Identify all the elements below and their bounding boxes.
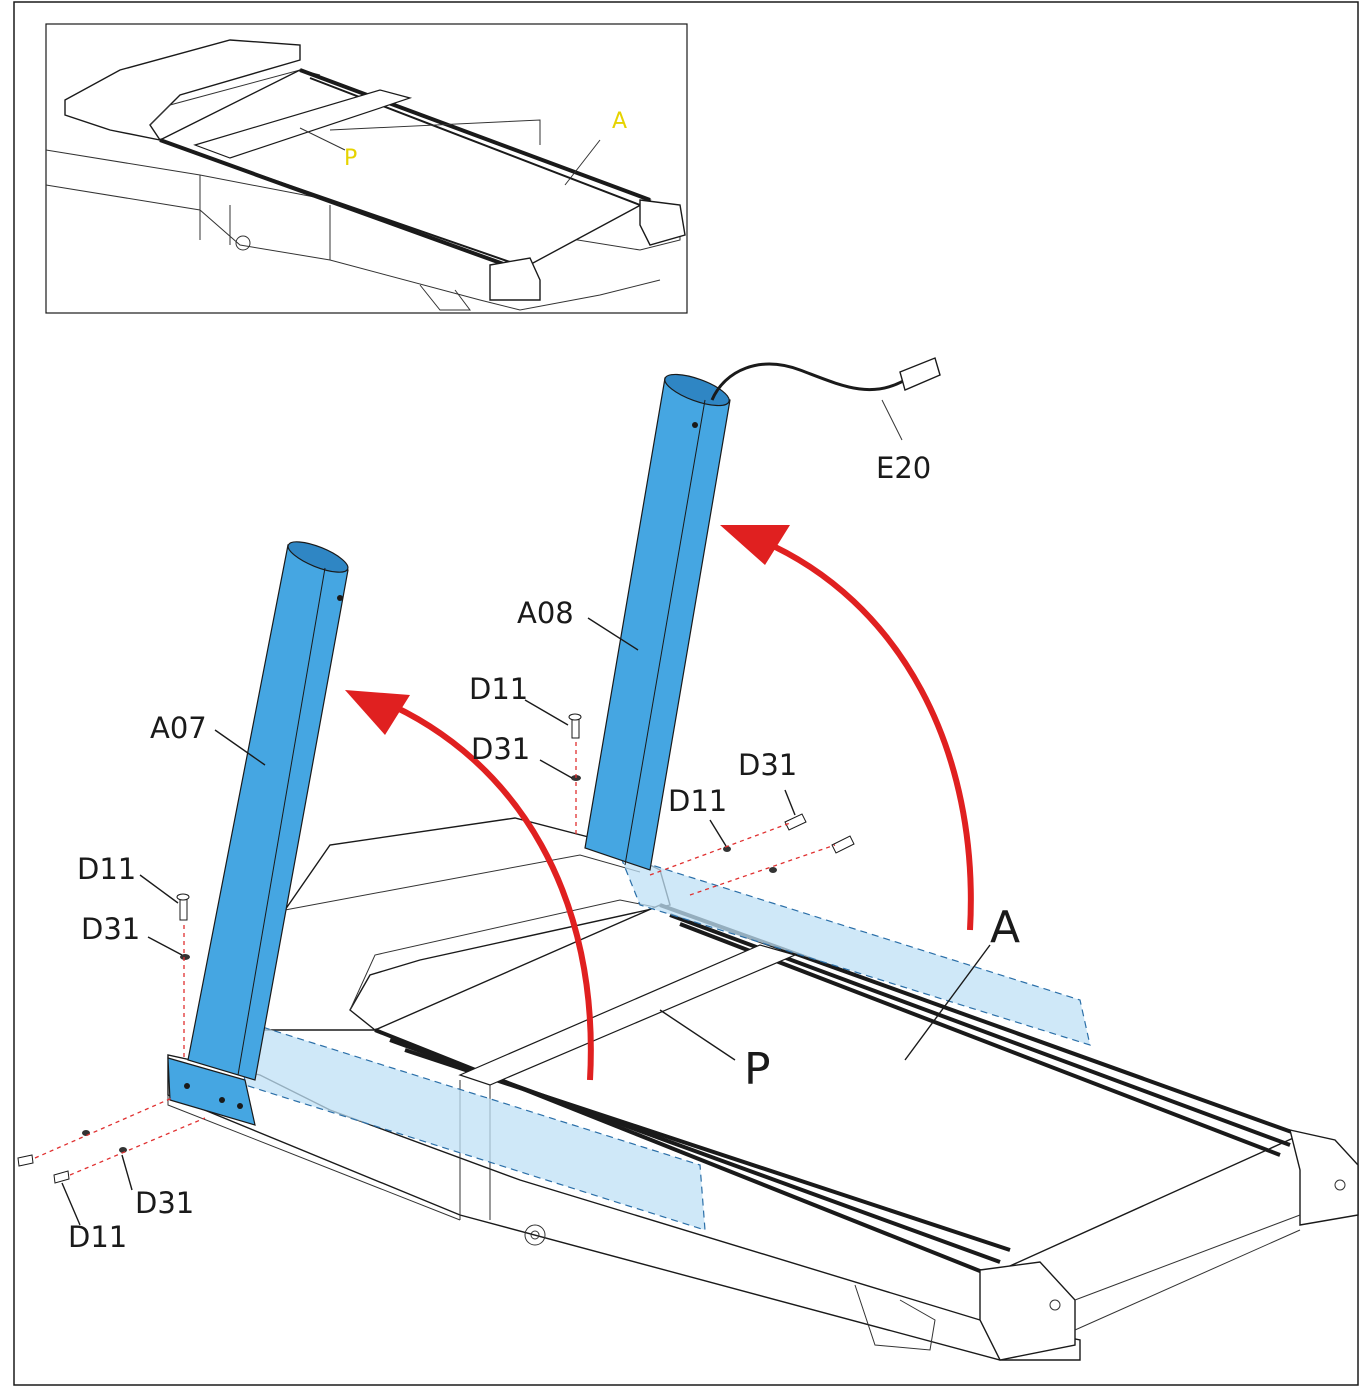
upright-a07 <box>167 541 349 1126</box>
label-a: A <box>990 902 1020 953</box>
inset-treadmill <box>45 39 686 311</box>
label-a08: A08 <box>517 596 574 630</box>
fold-arrow-right-head <box>720 525 790 565</box>
label-d31-top-mid: D31 <box>471 732 530 766</box>
cable-e20 <box>710 357 941 441</box>
label-d31-top-left: D31 <box>81 912 140 946</box>
label-p: P <box>744 1044 771 1095</box>
bolt-d11-bottom <box>53 1170 70 1184</box>
outer-frame <box>13 1 1359 1386</box>
label-e20: E20 <box>876 451 931 485</box>
align-line-bottom-lower <box>69 1117 206 1176</box>
label-d11-bottom: D11 <box>68 1220 127 1254</box>
fold-arrow-right <box>758 537 974 931</box>
label-d31-right: D31 <box>738 748 797 782</box>
bolt-d11-top-left <box>176 893 190 921</box>
align-line-bottom-upper <box>34 1097 173 1159</box>
leader-lines <box>61 617 991 1226</box>
label-d11-top-mid: D11 <box>469 672 528 706</box>
bolt-d31-right <box>784 813 807 831</box>
fold-arrow-left <box>378 697 594 1081</box>
align-line-right-lower <box>689 844 836 896</box>
washer-d11-right <box>723 846 731 852</box>
label-d11-top-left: D11 <box>77 852 136 886</box>
bolt-right-lower <box>831 835 855 854</box>
inset-label-p: P <box>344 146 357 171</box>
inset-label-a: A <box>612 109 627 134</box>
label-d31-bottom: D31 <box>135 1186 194 1220</box>
label-a07: A07 <box>150 711 207 745</box>
inset-panel: P A <box>45 23 688 314</box>
bolt-d11-top-mid <box>568 713 582 739</box>
label-d11-right: D11 <box>668 784 727 818</box>
bolt-bottom-left-upper <box>17 1154 34 1167</box>
treadmill-base <box>167 817 1359 1361</box>
fold-arrow-left-head <box>345 690 410 735</box>
washer-d31-top-left <box>180 954 190 960</box>
ghost-upright-left <box>239 1019 706 1231</box>
ghost-upright-right <box>618 854 1091 1046</box>
align-line-right-upper <box>649 822 791 876</box>
washer-right-lower <box>769 867 777 873</box>
